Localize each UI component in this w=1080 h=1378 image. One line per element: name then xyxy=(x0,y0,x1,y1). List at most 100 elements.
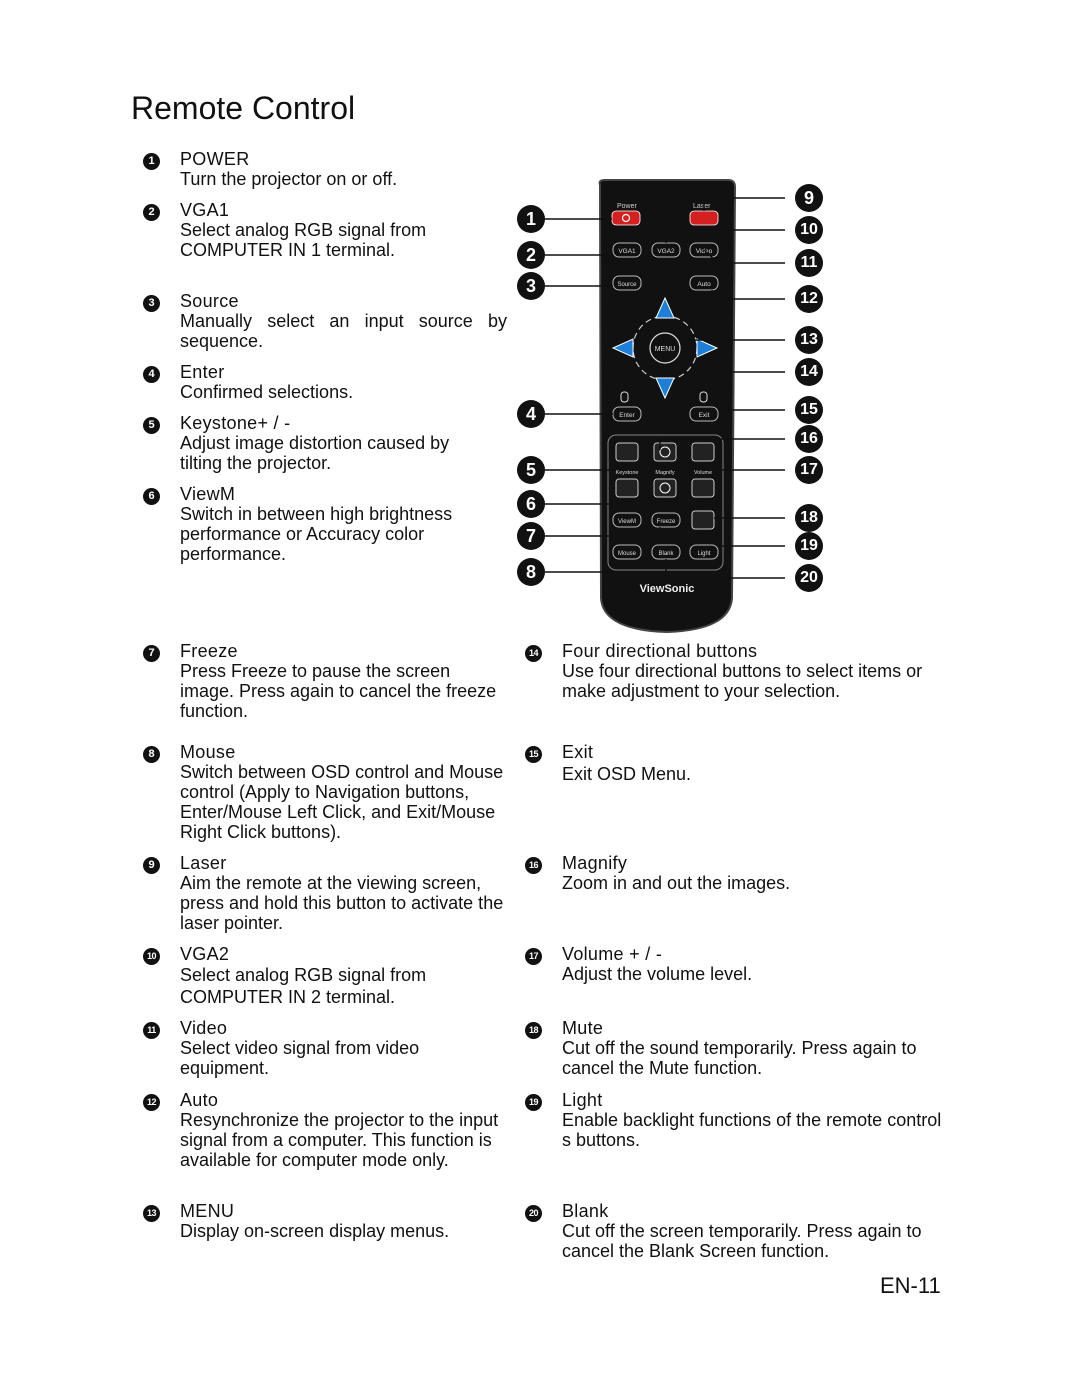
item-freeze: 7 Freeze Press Freeze to pause the scree… xyxy=(143,641,500,721)
item-vga2: 10 VGA2 Select analog RGB signal from CO… xyxy=(143,944,470,1008)
callout-number: 8 xyxy=(517,558,545,586)
item-exit: 15 Exit Exit OSD Menu. xyxy=(525,742,942,784)
number-badge: 2 xyxy=(143,204,160,221)
item-volume: 17 Volume + / - Adjust the volume level. xyxy=(525,944,942,984)
item-auto: 12 Auto Resynchronize the projector to t… xyxy=(143,1090,500,1170)
number-badge: 11 xyxy=(143,1022,160,1039)
callout-number: 19 xyxy=(795,532,823,560)
enter-label: Enter xyxy=(619,412,635,419)
item-name: Light xyxy=(562,1090,603,1110)
light-button xyxy=(689,544,719,560)
page-title: Remote Control xyxy=(131,90,356,126)
callout-number: 12 xyxy=(795,285,823,313)
number-badge: 13 xyxy=(143,1205,160,1222)
item-desc: Adjust image distortion caused by tiltin… xyxy=(180,433,450,473)
item-name: Blank xyxy=(562,1201,609,1221)
item-name: Exit xyxy=(562,742,594,762)
item-name: MENU xyxy=(180,1201,235,1221)
keystone-down-button xyxy=(615,478,639,498)
mouse-left-icon xyxy=(620,391,629,403)
item-name: VGA2 xyxy=(180,944,230,964)
magnify-out-button xyxy=(653,478,677,498)
source-label: Source xyxy=(617,282,637,288)
number-badge: 20 xyxy=(525,1205,542,1222)
item-name: Four directional buttons xyxy=(562,641,758,661)
item-desc: Manually select an input source by seque… xyxy=(180,311,507,351)
item-desc: Switch in between high brightness perfor… xyxy=(180,504,453,564)
callout-number: 6 xyxy=(517,490,545,518)
arrow-down-icon xyxy=(655,377,675,400)
item-magnify: 16 Magnify Zoom in and out the images. xyxy=(525,853,942,893)
number-badge: 8 xyxy=(143,746,160,763)
callout-number: 14 xyxy=(795,358,823,386)
callout-number: 17 xyxy=(795,456,823,484)
item-name: Freeze xyxy=(180,641,238,661)
volume-up-button xyxy=(691,442,715,462)
callout-number: 10 xyxy=(795,216,823,244)
left-leader-lines xyxy=(545,218,661,573)
item-enter: 4 Enter Confirmed selections. xyxy=(143,362,520,402)
item-source: 3 Source Manually select an input source… xyxy=(143,291,507,351)
item-desc: Cut off the screen temporarily. Press ag… xyxy=(562,1221,922,1261)
exit-button xyxy=(689,406,719,422)
item-name: Keystone+ / - xyxy=(180,413,291,433)
item-name: VGA1 xyxy=(180,200,230,220)
source-button xyxy=(612,275,642,291)
magnify-in-button xyxy=(653,442,677,462)
number-badge: 5 xyxy=(143,417,160,434)
item-desc: Display on-screen display menus. xyxy=(180,1221,450,1241)
item-desc: Adjust the volume level. xyxy=(562,964,753,984)
item-viewm: 6 ViewM Switch in between high brightnes… xyxy=(143,484,490,564)
number-badge: 19 xyxy=(525,1094,542,1111)
exit-label: Exit xyxy=(699,412,710,419)
item-desc: Enable backlight functions of the remote… xyxy=(562,1110,942,1150)
item-vga1: 2 VGA1 Select analog RGB signal from COM… xyxy=(143,200,470,260)
item-desc: Press Freeze to pause the screen image. … xyxy=(180,661,497,721)
callout-number: 7 xyxy=(517,522,545,550)
menu-label: MENU xyxy=(655,346,676,353)
vga1-button xyxy=(612,242,642,258)
item-desc: Select analog RGB signal from COMPUTER I… xyxy=(180,220,427,260)
item-desc: Exit OSD Menu. xyxy=(562,764,692,784)
item-desc: Use four directional buttons to select i… xyxy=(562,661,923,701)
number-badge: 15 xyxy=(525,746,542,763)
auto-label: Auto xyxy=(697,281,711,288)
item-desc: Turn the projector on or off. xyxy=(180,169,398,189)
item-desc: Select analog RGB signal from COMPUTER I… xyxy=(180,965,427,1007)
zoom-out-icon xyxy=(659,482,671,494)
number-badge: 18 xyxy=(525,1022,542,1039)
item-power: 1 POWER Turn the projector on or off. xyxy=(143,149,520,189)
freeze-button xyxy=(651,512,681,528)
vga2-label: VGA2 xyxy=(657,248,675,255)
item-desc: Select video signal from video equipment… xyxy=(180,1038,420,1078)
vga1-label: VGA1 xyxy=(618,248,636,255)
item-desc: Confirmed selections. xyxy=(180,382,354,402)
item-mouse: 8 Mouse Switch between OSD control and M… xyxy=(143,742,510,842)
arrow-up-icon xyxy=(655,296,675,319)
item-desc: Zoom in and out the images. xyxy=(562,873,791,893)
item-name: POWER xyxy=(180,149,250,169)
item-name: Magnify xyxy=(562,853,628,873)
mute-button xyxy=(691,510,715,530)
power-button xyxy=(611,210,641,226)
item-name: Video xyxy=(180,1018,228,1038)
auto-button xyxy=(689,275,719,291)
number-badge: 12 xyxy=(143,1094,160,1111)
item-name: Laser xyxy=(180,853,227,873)
remote-diagram: Power Laser VGA1 VGA2 Video Source Auto … xyxy=(545,179,785,634)
callout-number: 11 xyxy=(795,249,823,277)
video-label: Video xyxy=(696,248,713,255)
item-laser: 9 Laser Aim the remote at the viewing sc… xyxy=(143,853,510,933)
right-leader-lines xyxy=(659,197,785,579)
item-name: Mouse xyxy=(180,742,236,762)
item-name: ViewM xyxy=(180,484,236,504)
power-icon xyxy=(621,213,631,223)
item-desc: Aim the remote at the viewing screen, pr… xyxy=(180,873,504,933)
arrow-left-icon xyxy=(611,338,634,358)
number-badge: 10 xyxy=(143,948,160,965)
number-badge: 1 xyxy=(143,153,160,170)
item-video: 11 Video Select video signal from video … xyxy=(143,1018,470,1078)
number-badge: 6 xyxy=(143,488,160,505)
item-light: 19 Light Enable backlight functions of t… xyxy=(525,1090,942,1150)
brand-logo: ViewSonic xyxy=(640,583,695,595)
